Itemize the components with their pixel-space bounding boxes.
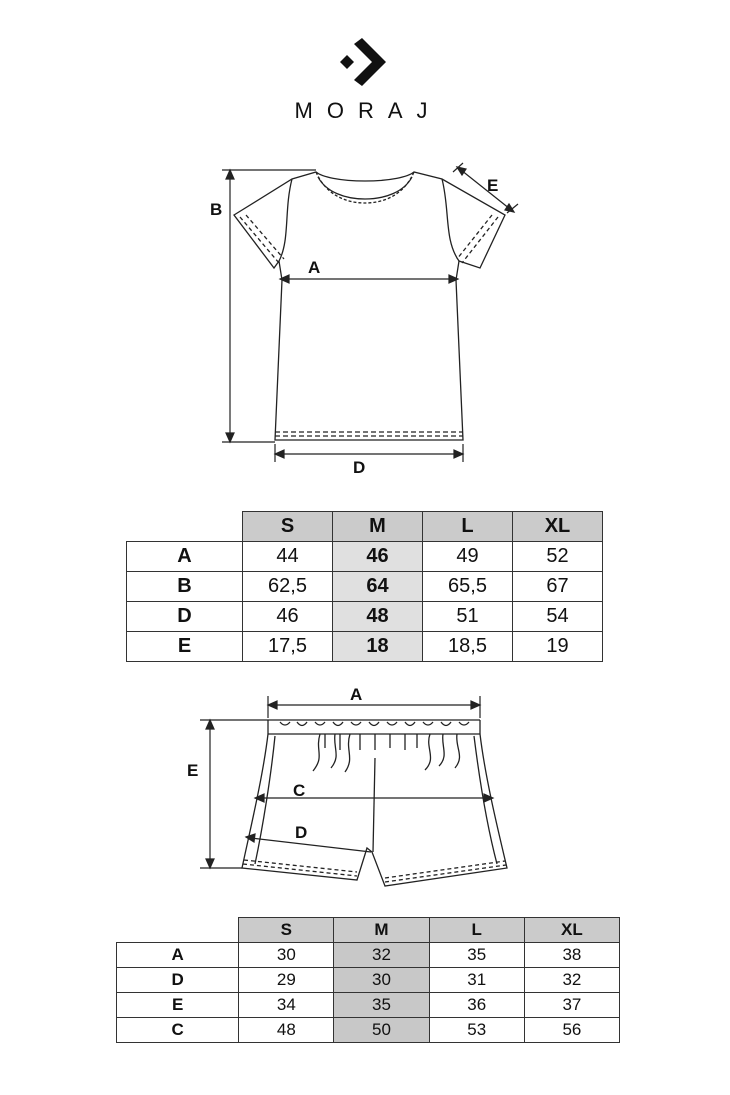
- tshirt-label-b: B: [210, 200, 222, 219]
- size-header-xl: XL: [523, 917, 621, 943]
- shorts-size-table: S M L XL A 30 32 35 38 D 29 30 31 32 E 3…: [115, 917, 621, 1043]
- table-row: E 34 35 36 37: [115, 992, 621, 1018]
- table-corner: [126, 511, 243, 542]
- table-cell: 46: [242, 601, 333, 632]
- row-label: E: [126, 631, 243, 662]
- moraj-chevron-logo-icon: [340, 38, 386, 86]
- size-header-m: M: [333, 917, 430, 943]
- table-cell: 32: [523, 967, 621, 993]
- table-cell: 46: [332, 541, 423, 572]
- table-cell: 67: [512, 571, 603, 602]
- table-cell: 38: [523, 942, 621, 968]
- tshirt-label-d: D: [353, 458, 365, 477]
- row-label: D: [126, 601, 243, 632]
- table-cell: 35: [333, 992, 430, 1018]
- table-header-row: S M L XL: [116, 917, 621, 943]
- row-label: B: [126, 571, 243, 602]
- table-cell: 36: [428, 992, 525, 1018]
- table-cell: 18,5: [422, 631, 513, 662]
- tshirt-size-table: S M L XL A 44 46 49 52 B 62,5 64 65,5 67…: [126, 511, 603, 662]
- table-cell: 53: [428, 1017, 525, 1043]
- table-cell: 64: [332, 571, 423, 602]
- table-row: A 30 32 35 38: [115, 942, 621, 968]
- table-row: A 44 46 49 52: [126, 541, 603, 572]
- table-cell: 31: [428, 967, 525, 993]
- table-cell: 34: [238, 992, 335, 1018]
- tshirt-label-e: E: [487, 176, 498, 195]
- table-row: D 29 30 31 32: [115, 967, 621, 993]
- row-label: C: [115, 1017, 240, 1043]
- size-header-l: L: [422, 511, 513, 542]
- shorts-label-a: A: [350, 685, 362, 704]
- table-cell: 19: [512, 631, 603, 662]
- row-label: D: [115, 967, 240, 993]
- table-cell: 48: [238, 1017, 335, 1043]
- size-header-m: M: [332, 511, 423, 542]
- row-label: A: [126, 541, 243, 572]
- table-row: E 17,5 18 18,5 19: [126, 631, 603, 662]
- tshirt-measurement-diagram: B A D E: [210, 162, 519, 477]
- table-cell: 54: [512, 601, 603, 632]
- shorts-label-c: C: [293, 781, 305, 800]
- table-cell: 18: [332, 631, 423, 662]
- table-cell: 37: [523, 992, 621, 1018]
- table-header-row: S M L XL: [126, 511, 603, 542]
- size-header-xl: XL: [512, 511, 603, 542]
- table-corner: [116, 917, 240, 943]
- shorts-measurement-diagram: A E C D: [187, 685, 508, 887]
- table-cell: 35: [428, 942, 525, 968]
- size-header-s: S: [242, 511, 333, 542]
- table-cell: 30: [238, 942, 335, 968]
- tshirt-label-a: A: [308, 258, 320, 277]
- size-header-l: L: [428, 917, 525, 943]
- table-cell: 30: [333, 967, 430, 993]
- row-label: E: [115, 992, 240, 1018]
- table-cell: 49: [422, 541, 513, 572]
- table-cell: 65,5: [422, 571, 513, 602]
- table-cell: 50: [333, 1017, 430, 1043]
- table-cell: 51: [422, 601, 513, 632]
- table-row: C 48 50 53 56: [115, 1017, 621, 1043]
- brand-name: MORAJ: [294, 98, 442, 123]
- table-row: D 46 48 51 54: [126, 601, 603, 632]
- table-cell: 56: [523, 1017, 621, 1043]
- shorts-label-d: D: [295, 823, 307, 842]
- shorts-label-e: E: [187, 761, 198, 780]
- row-label: A: [115, 942, 240, 968]
- size-header-s: S: [238, 917, 335, 943]
- table-cell: 52: [512, 541, 603, 572]
- table-cell: 32: [333, 942, 430, 968]
- table-cell: 62,5: [242, 571, 333, 602]
- table-row: B 62,5 64 65,5 67: [126, 571, 603, 602]
- table-cell: 17,5: [242, 631, 333, 662]
- table-cell: 44: [242, 541, 333, 572]
- table-cell: 29: [238, 967, 335, 993]
- table-cell: 48: [332, 601, 423, 632]
